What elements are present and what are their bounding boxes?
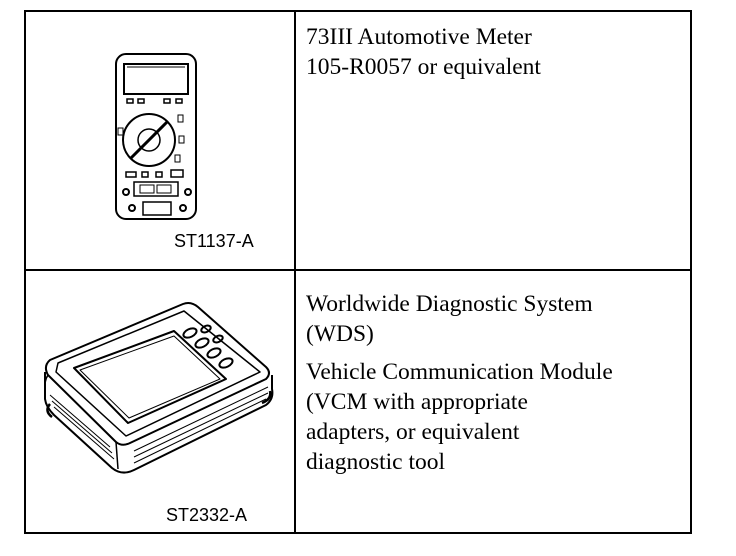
tool-image-cell-2: ST2332-A (26, 271, 294, 532)
tool-name-line: Worldwide Diagnostic System (306, 291, 593, 317)
tool-name-line: 73III Automotive Meter (306, 24, 532, 50)
tool-name-line: (VCM with appropriate (306, 389, 528, 415)
tool-name-line: diagnostic tool (306, 449, 446, 475)
tool-image-cell-1: ST1137-A (26, 12, 294, 269)
column-divider (294, 12, 296, 532)
tool-name-line: Vehicle Communication Module (306, 359, 613, 385)
tool-description-cell-1: 73III Automotive Meter 105-R0057 or equi… (296, 12, 690, 269)
diagnostic-system-icon (44, 302, 274, 474)
tool-table: ST1137-A 73III Automotive Meter 105-R005… (24, 10, 692, 534)
multimeter-icon (115, 53, 197, 220)
tool-name-line: adapters, or equivalent (306, 419, 520, 445)
figure-label: ST2332-A (166, 505, 248, 525)
tool-name-line: (WDS) (306, 321, 374, 347)
row-divider (26, 269, 690, 271)
tool-number-line: 105-R0057 or equivalent (306, 54, 541, 80)
tool-description-cell-2: Worldwide Diagnostic System (WDS) Vehicl… (296, 271, 690, 532)
figure-label: ST1137-A (174, 231, 254, 251)
